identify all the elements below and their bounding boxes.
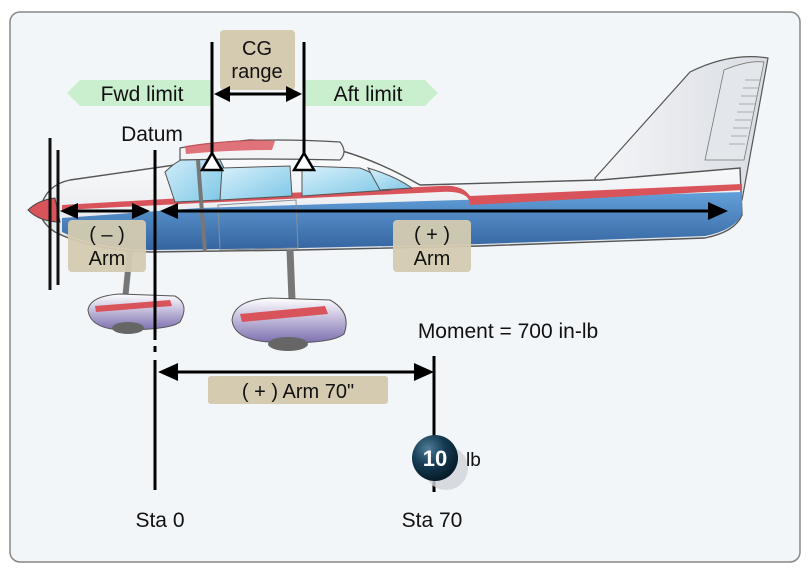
main-wheel [268, 337, 308, 351]
fwd-limit-label: Fwd limit [101, 83, 184, 106]
pos-arm-arrowhead-right [708, 202, 728, 220]
weight-ball [412, 435, 458, 481]
aft-limit-label: Aft limit [334, 83, 403, 106]
nose-pant-stripe [95, 300, 172, 312]
fwd-cg-marker [199, 150, 225, 172]
arm-70-arrowhead-right [414, 363, 434, 381]
pos-arm-label: Arm [414, 248, 451, 270]
datum-label: Datum [121, 123, 183, 146]
red-stripe [62, 184, 742, 210]
cg-range-arrowhead-left [214, 86, 230, 102]
aft-cg-marker [291, 150, 317, 172]
arm-70-label: ( + ) Arm 70" [242, 381, 354, 403]
arm-70-box [208, 376, 388, 404]
nose-wheel [112, 322, 144, 334]
aft-limit-tag [305, 80, 438, 106]
neg-arm-arrowhead-right [132, 203, 150, 219]
cg-range-line1: CG [242, 38, 272, 60]
station-0-label: Sta 0 [135, 509, 184, 532]
weight-value: 10 [423, 446, 447, 471]
moment-label: Moment = 700 in-lb [418, 320, 598, 343]
front-window [219, 165, 293, 201]
main-pant-stripe [240, 306, 328, 322]
cg-range-arrowhead-right [286, 86, 302, 102]
neg-arm-box [68, 220, 146, 272]
neg-arm-label: Arm [89, 248, 126, 270]
weight-unit: lb [466, 450, 481, 471]
door-outline [217, 199, 299, 251]
wing-strut [196, 159, 207, 253]
cg-range-line2: range [231, 61, 282, 83]
station-70-label: Sta 70 [402, 509, 463, 532]
pos-arm-arrowhead-left [160, 203, 178, 219]
arm-70-arrowhead-left [158, 363, 178, 381]
aft-window [366, 167, 414, 191]
rudder-lines [729, 79, 761, 145]
pos-arm-sign: ( + ) [414, 224, 450, 246]
main-gear-strut [286, 249, 296, 301]
rudder [704, 61, 765, 161]
cg-range-box [220, 30, 295, 90]
pos-arm-box [393, 220, 471, 272]
wing-stripe [185, 140, 275, 154]
fwd-limit-tag [67, 80, 212, 106]
neg-arm-sign: ( – ) [89, 224, 125, 246]
neg-arm-arrowhead-left [60, 203, 78, 219]
